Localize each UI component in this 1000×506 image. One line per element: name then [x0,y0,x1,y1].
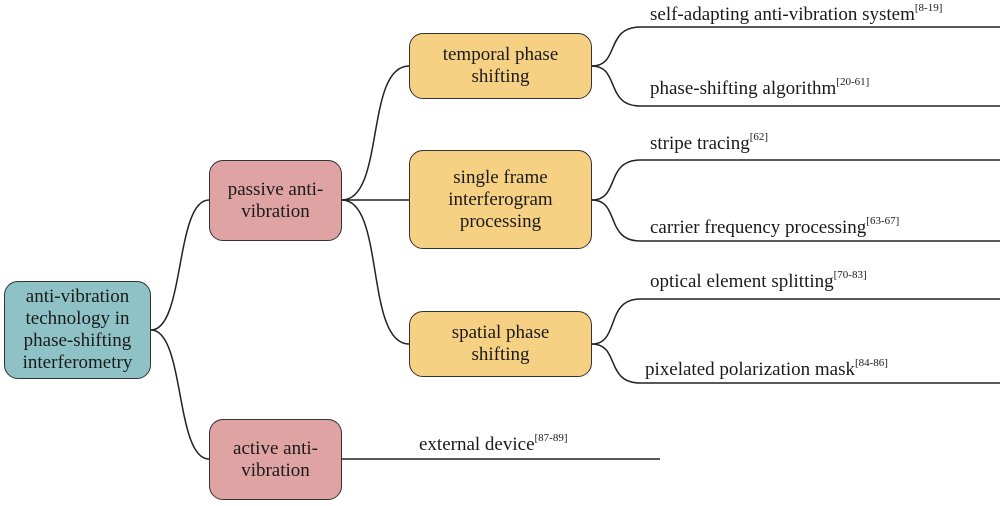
leaf-ref: [84-86] [854,356,888,369]
leaf-ref: [63-67] [866,214,900,227]
spatial-label: spatial phase shifting [451,322,550,365]
connector-temporal-leaf1 [591,26,1000,67]
passive-label: passive anti- vibration [227,178,324,222]
connector-spatial-leaf5 [591,298,1000,345]
active-anti-vibration-node: active anti- vibration [209,419,342,500]
leaf-ref: [70-83] [833,268,867,281]
leaf-stripe-tracing: stripe tracing[62] [650,130,769,155]
spatial-phase-shifting-node: spatial phase shifting [409,311,592,377]
leaf-ref: [87-89] [534,431,568,444]
leaf-ref: [62] [749,130,769,143]
connector-passive-spatial [341,199,410,345]
connector-single-leaf4 [591,199,1000,242]
leaf-text: optical element splitting [650,271,834,292]
leaf-text: stripe tracing [650,133,750,154]
connector-temporal-leaf2 [591,65,1000,107]
temporal-phase-shifting-node: temporal phase shifting [409,33,592,99]
leaf-phase-shifting-algorithm: phase-shifting algorithm[20-61] [650,75,870,100]
connector-passive-temporal [341,65,410,201]
leaf-ref: [8-19] [914,1,943,14]
leaf-ref: [20-61] [836,75,870,88]
root-node: anti-vibration technology in phase-shift… [4,281,151,379]
single-label: single frame interferogram processing [448,166,553,232]
temporal-label: temporal phase shifting [442,44,559,87]
leaf-text: self-adapting anti-vibration system [650,4,915,25]
connector-spatial-leaf6 [591,343,1000,384]
leaf-carrier-frequency-processing: carrier frequency processing[63-67] [650,214,900,239]
single-frame-processing-node: single frame interferogram processing [409,150,592,249]
leaf-text: carrier frequency processing [650,217,867,238]
connector-single-leaf3 [591,159,1000,201]
leaf-text: pixelated polarization mask [645,359,855,380]
active-label: active anti- vibration [233,437,318,481]
leaf-optical-element-splitting: optical element splitting[70-83] [650,268,867,293]
leaf-text: phase-shifting algorithm [650,78,837,99]
passive-anti-vibration-node: passive anti- vibration [209,160,342,241]
connector-root-active [150,329,210,460]
leaf-pixelated-polarization-mask: pixelated polarization mask[84-86] [645,356,888,381]
leaf-self-adapting-system: self-adapting anti-vibration system[8-19… [650,1,943,26]
leaf-external-device: external device[87-89] [419,431,568,456]
connector-root-passive [150,199,210,331]
root-label: anti-vibration technology in phase-shift… [22,286,133,373]
leaf-text: external device [419,434,535,455]
